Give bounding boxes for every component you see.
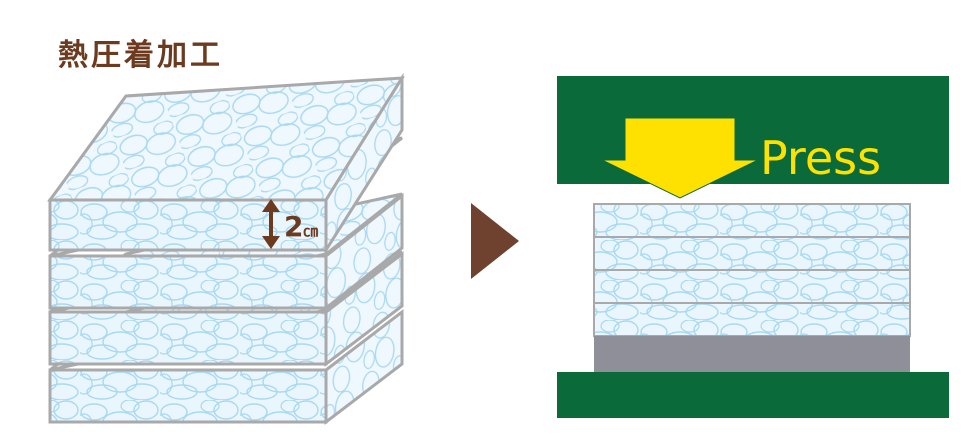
press-down-arrow-icon (601, 117, 759, 199)
upper-press-plate (557, 76, 949, 184)
press-base-block (594, 336, 910, 372)
diagram-title: 熱圧着加工 (58, 38, 223, 73)
lower-press-plate (557, 372, 949, 418)
press-machine: Press (557, 76, 949, 418)
thickness-label: 2 (284, 210, 303, 243)
layer-1 (47, 72, 405, 256)
thickness-unit: ㎝ (303, 222, 318, 240)
thickness-dimension: 2 ㎝ (262, 199, 318, 249)
press-label: Press (760, 131, 881, 185)
compressed-layers (593, 203, 911, 337)
layer-stack: 2 ㎝ (47, 72, 405, 426)
next-step-arrow-icon (471, 203, 519, 279)
